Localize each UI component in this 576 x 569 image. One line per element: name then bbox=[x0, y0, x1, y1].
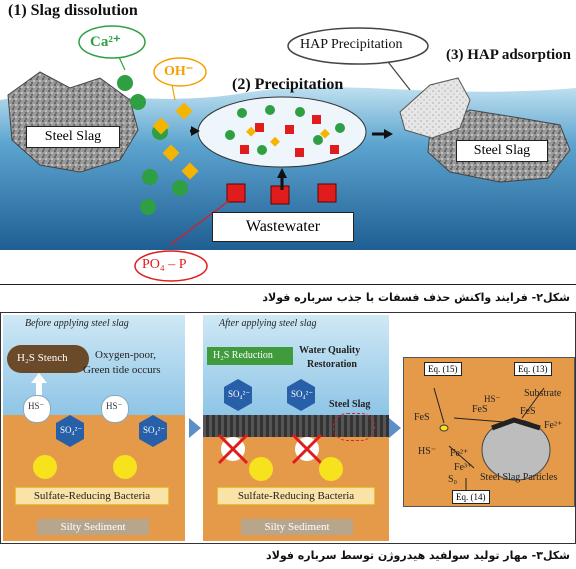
hydroxide-label: OH⁻ bbox=[164, 64, 194, 79]
po4-callout-tail bbox=[169, 199, 231, 246]
s0-label: S₀ bbox=[448, 474, 458, 485]
po4-label: PO₄ – P bbox=[142, 257, 187, 272]
silty-after-label: Silty Sediment bbox=[241, 519, 353, 535]
fes-label-3: FeS bbox=[520, 406, 536, 417]
fes-label-2: FeS bbox=[472, 404, 488, 415]
wastewater-label: Wastewater bbox=[212, 212, 354, 242]
restoration-label: Restoration bbox=[307, 359, 357, 370]
steel-slag-right-label: Steel Slag bbox=[456, 140, 548, 162]
so4-hexagons bbox=[56, 415, 167, 447]
hs-label-1: HS⁻ bbox=[28, 401, 45, 411]
so4-label-2: SO₄²⁻ bbox=[143, 425, 166, 435]
bacteria-1 bbox=[33, 455, 57, 479]
hap-bubble bbox=[287, 27, 429, 65]
h2s-reduction-box bbox=[207, 347, 293, 365]
eq15-box: Eq. (15) bbox=[424, 362, 462, 376]
hap-adsorption-title: (3) HAP adsorption bbox=[446, 47, 572, 63]
hs-label-2: HS⁻ bbox=[106, 401, 123, 411]
figure-3-caption: شکل۳- مهار تولید سولفید هیدروژن توسط سرب… bbox=[266, 549, 570, 562]
figure-2-divider bbox=[0, 284, 576, 285]
fe3-label: Fe³⁺ bbox=[454, 462, 473, 473]
ca-bubble bbox=[78, 25, 146, 59]
hs-zoom-label-1: HS⁻ bbox=[484, 394, 501, 404]
po4-bubble bbox=[134, 250, 208, 282]
fes-label-1: FeS bbox=[414, 412, 430, 423]
oxygen-poor-label: Oxygen-poor, bbox=[95, 349, 156, 361]
slag-dashed-circle bbox=[333, 413, 375, 441]
zoom-panel: Eq. (15) Eq. (13) Eq. (14) Substrate FeS… bbox=[403, 357, 575, 507]
steel-slag-left-label: Steel Slag bbox=[26, 126, 120, 148]
fe2-label-1: Fe²⁺ bbox=[544, 420, 563, 431]
oh-callout-tail bbox=[171, 84, 176, 101]
hap-precipitation-label: HAP Precipitation bbox=[300, 37, 403, 52]
after-title: After applying steel slag bbox=[219, 318, 317, 329]
bacteria-2 bbox=[113, 455, 137, 479]
water-quality-label: Water Quality bbox=[299, 345, 361, 356]
after-bacteria-2 bbox=[319, 457, 343, 481]
hap-callout-tail bbox=[384, 57, 411, 91]
before-title: Before applying steel slag bbox=[25, 318, 129, 329]
srb-after-label: Sulfate-Reducing Bacteria bbox=[217, 487, 375, 505]
particles-label: Steel Slag Particles bbox=[480, 472, 558, 483]
silty-before-label: Silty Sediment bbox=[37, 519, 149, 535]
green-tide-label: Green tide occurs bbox=[83, 364, 161, 376]
after-so4-hexagons bbox=[224, 379, 315, 411]
h2s-cloud bbox=[7, 345, 89, 373]
figure-3-panel: Before applying steel slag H₂S Stench Ox… bbox=[0, 312, 576, 544]
hs-circle-2 bbox=[101, 395, 129, 423]
hap-particle bbox=[399, 77, 471, 139]
panel-arrow-2 bbox=[389, 418, 401, 438]
oh-bubble bbox=[153, 57, 207, 87]
ellipse-contents bbox=[225, 105, 345, 157]
after-panel: After applying steel slag H₂S Reduction … bbox=[203, 315, 389, 541]
fe2-label-2: Fe²⁺ bbox=[450, 448, 469, 459]
after-so4-label-1: SO₄²⁻ bbox=[228, 389, 251, 399]
eq14-box: Eq. (14) bbox=[452, 490, 490, 504]
h2s-reduction-label: H₂S Reduction bbox=[213, 350, 273, 361]
steel-slag-mid-label: Steel Slag bbox=[329, 399, 371, 410]
hs-zoom-label-2: HS⁻ bbox=[418, 446, 437, 457]
h2s-stench-label: H₂S Stench bbox=[17, 352, 68, 364]
phosphate-squares bbox=[226, 183, 337, 205]
hydroxide-ions bbox=[152, 102, 199, 180]
eq13-box: Eq. (13) bbox=[514, 362, 552, 376]
after-so4-label-2: SO₄²⁻ bbox=[291, 389, 314, 399]
before-arrow bbox=[31, 373, 47, 395]
so4-label-1: SO₄²⁻ bbox=[60, 425, 83, 435]
figure-2-panel: (1) Slag dissolution Ca²⁺ OH⁻ (2) Precip… bbox=[0, 0, 576, 282]
after-bacteria-1 bbox=[249, 457, 273, 481]
precipitation-title: (2) Precipitation bbox=[232, 76, 344, 93]
calcium-label: Ca²⁺ bbox=[90, 34, 121, 50]
srb-before-label: Sulfate-Reducing Bacteria bbox=[15, 487, 169, 505]
slag-dissolution-title: (1) Slag dissolution bbox=[8, 2, 138, 19]
figure-2-caption: شکل۲- فرایند واکنش حذف فسفات با جذب سربا… bbox=[262, 291, 570, 304]
panel-arrow-1 bbox=[189, 418, 201, 438]
substrate-label: Substrate bbox=[524, 388, 562, 399]
zoom-illustration bbox=[433, 387, 551, 490]
hs-circle-1 bbox=[23, 395, 51, 423]
crossed-hs bbox=[217, 433, 323, 465]
before-panel: Before applying steel slag H₂S Stench Ox… bbox=[3, 315, 185, 541]
